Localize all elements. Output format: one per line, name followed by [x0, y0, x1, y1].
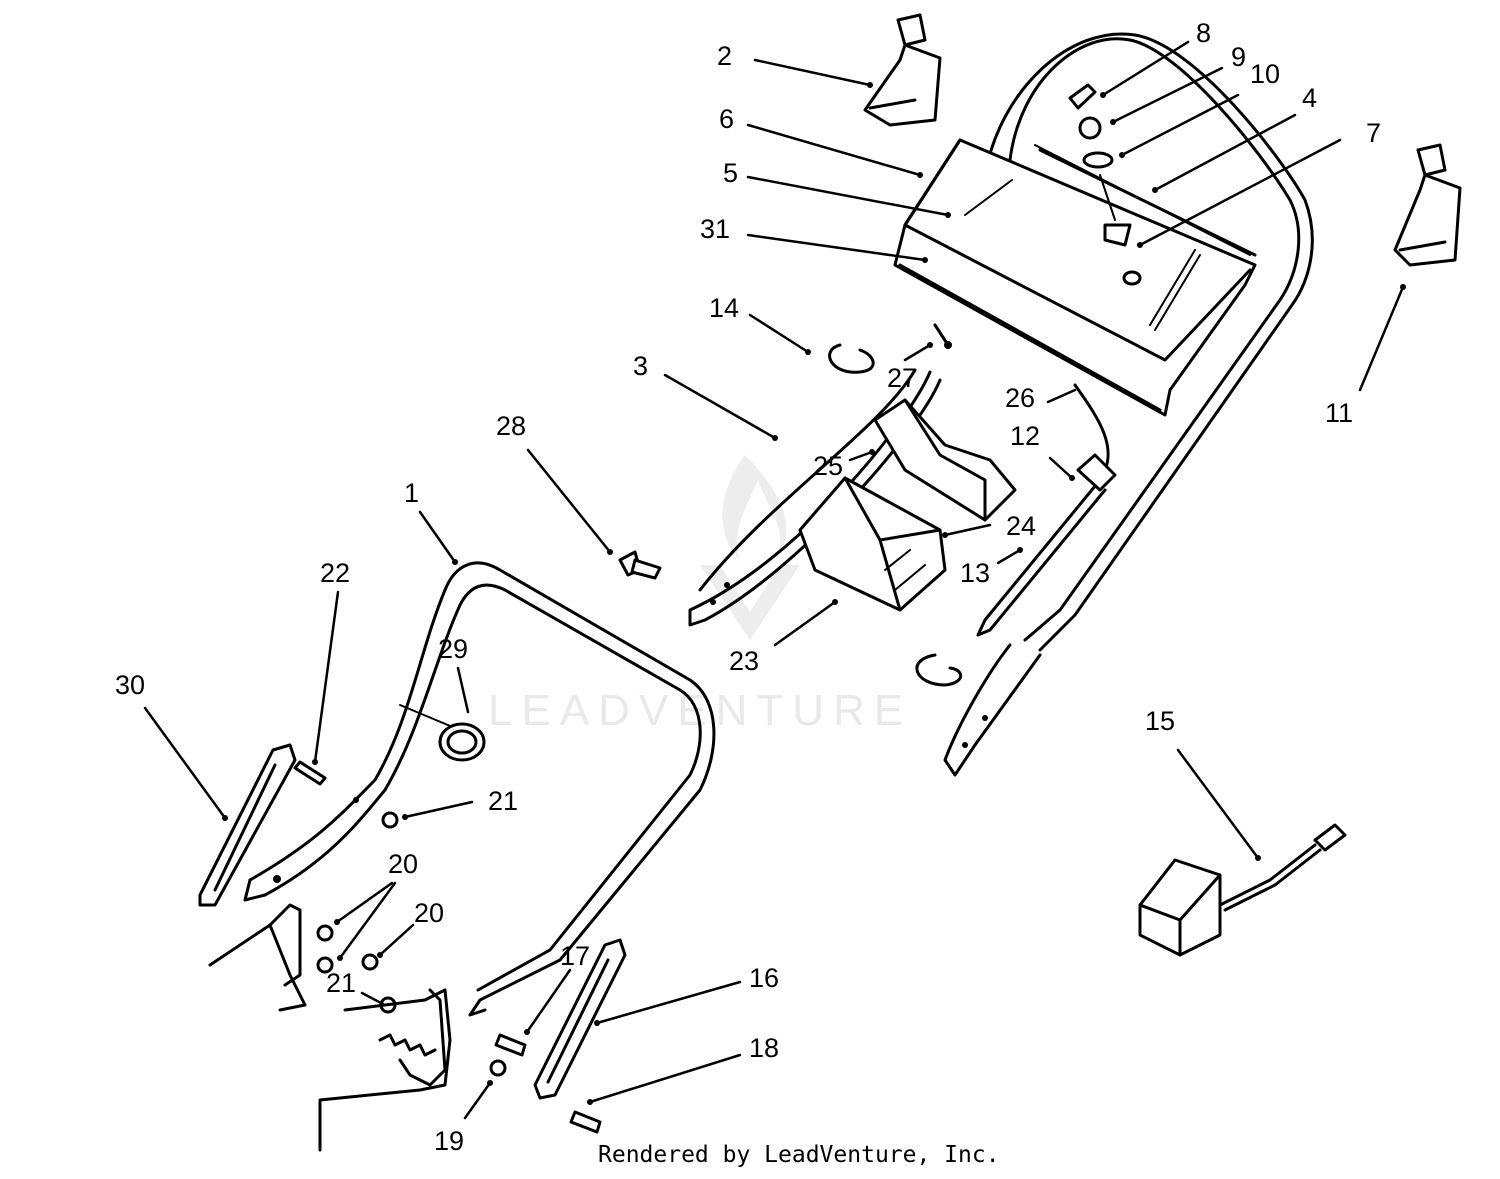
bracket-16 [533, 938, 627, 1100]
callout-16: 16 [749, 963, 779, 993]
leader-lines [143, 40, 1406, 1120]
rectifier-15 [1138, 823, 1347, 957]
callout-30: 30 [115, 670, 145, 700]
clips [828, 343, 963, 687]
callout-20b: 20 [414, 898, 444, 928]
callout-23: 23 [729, 646, 759, 676]
bolt-28 [618, 550, 662, 580]
callout-25: 25 [813, 451, 843, 481]
callout-20a: 20 [388, 849, 418, 879]
control-knob-left [863, 13, 942, 127]
callout-labels: 1 2 3 4 5 6 7 8 9 10 11 12 13 14 15 16 1… [115, 18, 1381, 1156]
callout-21b: 21 [326, 968, 356, 998]
bolt-22 [293, 760, 327, 786]
footer-credit: Rendered by LeadVenture, Inc. [598, 1142, 1000, 1168]
callout-26: 26 [1005, 383, 1035, 413]
bolt-18 [569, 1110, 602, 1134]
bracket-30 [198, 743, 297, 907]
knob-29 [399, 704, 486, 762]
callout-8: 8 [1196, 18, 1211, 48]
callout-31: 31 [700, 214, 730, 244]
callout-15: 15 [1145, 706, 1175, 736]
callout-22: 22 [320, 558, 350, 588]
callout-12: 12 [1010, 421, 1040, 451]
callout-28: 28 [496, 411, 526, 441]
callout-3: 3 [633, 351, 648, 381]
control-panel [893, 138, 1257, 417]
callout-29: 29 [438, 634, 468, 664]
nuts [316, 811, 507, 1077]
callout-24: 24 [1006, 511, 1036, 541]
cable [976, 383, 1117, 637]
callout-27: 27 [887, 363, 917, 393]
callout-5: 5 [723, 158, 738, 188]
upper-handle [688, 32, 1314, 777]
callout-11: 11 [1325, 398, 1353, 428]
control-knob-right [1393, 143, 1462, 267]
callout-13: 13 [960, 558, 990, 588]
battery-holder [873, 398, 1017, 522]
lower-handle [243, 561, 716, 1017]
bolt-17 [494, 1033, 527, 1057]
callout-10: 10 [1250, 59, 1280, 89]
deck-mount [208, 903, 452, 1152]
callout-1: 1 [404, 478, 419, 508]
callout-17: 17 [560, 941, 590, 971]
callout-2: 2 [717, 41, 732, 71]
screw-27 [933, 323, 952, 349]
callout-6: 6 [719, 104, 734, 134]
key-switch [1068, 83, 1132, 247]
callout-7: 7 [1366, 118, 1381, 148]
callout-19: 19 [434, 1126, 464, 1156]
callout-9: 9 [1231, 42, 1246, 72]
callout-4: 4 [1302, 83, 1317, 113]
callout-18: 18 [749, 1033, 779, 1063]
battery [798, 476, 947, 612]
callout-21a: 21 [488, 786, 518, 816]
callout-14: 14 [709, 293, 739, 323]
